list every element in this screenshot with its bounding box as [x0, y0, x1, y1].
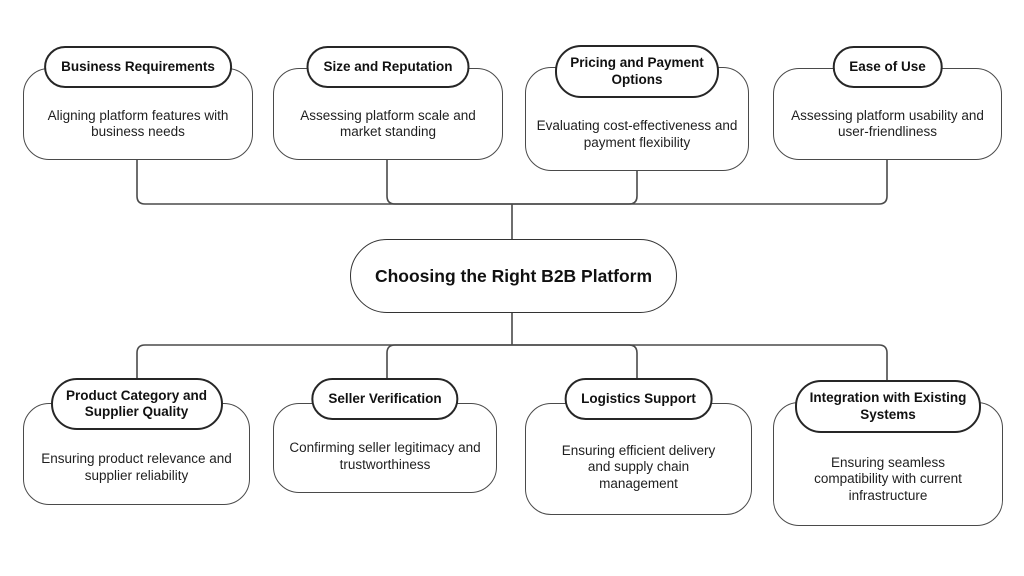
node-size-and-reputation: Assessing platform scale and market stan…: [273, 46, 503, 160]
node-description: Ensuring seamless compatibility with cur…: [814, 454, 962, 503]
node-title-pill: Seller Verification: [311, 378, 459, 420]
node-body: Assessing platform usability and user-fr…: [773, 68, 1002, 160]
node-description: Assessing platform scale and market stan…: [300, 107, 476, 139]
node-description: Evaluating cost-effectiveness and paymen…: [536, 118, 738, 150]
node-pricing-and-payment-options: Evaluating cost-effectiveness and paymen…: [525, 45, 749, 171]
node-description: Ensuring efficient delivery and supply c…: [561, 442, 716, 491]
node-title-pill: Product Category and Supplier Quality: [50, 378, 223, 430]
node-title-pill: Integration with Existing Systems: [795, 380, 981, 433]
node-description: Ensuring product relevance and supplier …: [41, 451, 232, 483]
node-business-requirements: Aligning platform features with business…: [23, 46, 253, 160]
node-body: Ensuring efficient delivery and supply c…: [525, 403, 752, 515]
node-logistics-support: Ensuring efficient delivery and supply c…: [525, 378, 752, 515]
node-seller-verification: Confirming seller legitimacy and trustwo…: [273, 378, 497, 493]
node-description: Confirming seller legitimacy and trustwo…: [289, 440, 481, 472]
node-title-pill: Logistics Support: [564, 378, 713, 420]
node-integration-with-existing-systems: Ensuring seamless compatibility with cur…: [773, 380, 1003, 526]
node-title-pill: Ease of Use: [832, 46, 943, 88]
node-center-choosing-b2b-platform: Choosing the Right B2B Platform: [350, 239, 677, 313]
node-title-pill: Business Requirements: [44, 46, 232, 88]
node-product-category-and-supplier-quality: Ensuring product relevance and supplier …: [23, 378, 250, 505]
node-title-pill: Pricing and Payment Options: [555, 45, 719, 98]
node-title-pill: Size and Reputation: [306, 46, 470, 88]
node-description: Aligning platform features with business…: [47, 107, 229, 139]
node-ease-of-use: Assessing platform usability and user-fr…: [773, 46, 1002, 160]
node-description: Assessing platform usability and user-fr…: [791, 107, 984, 139]
